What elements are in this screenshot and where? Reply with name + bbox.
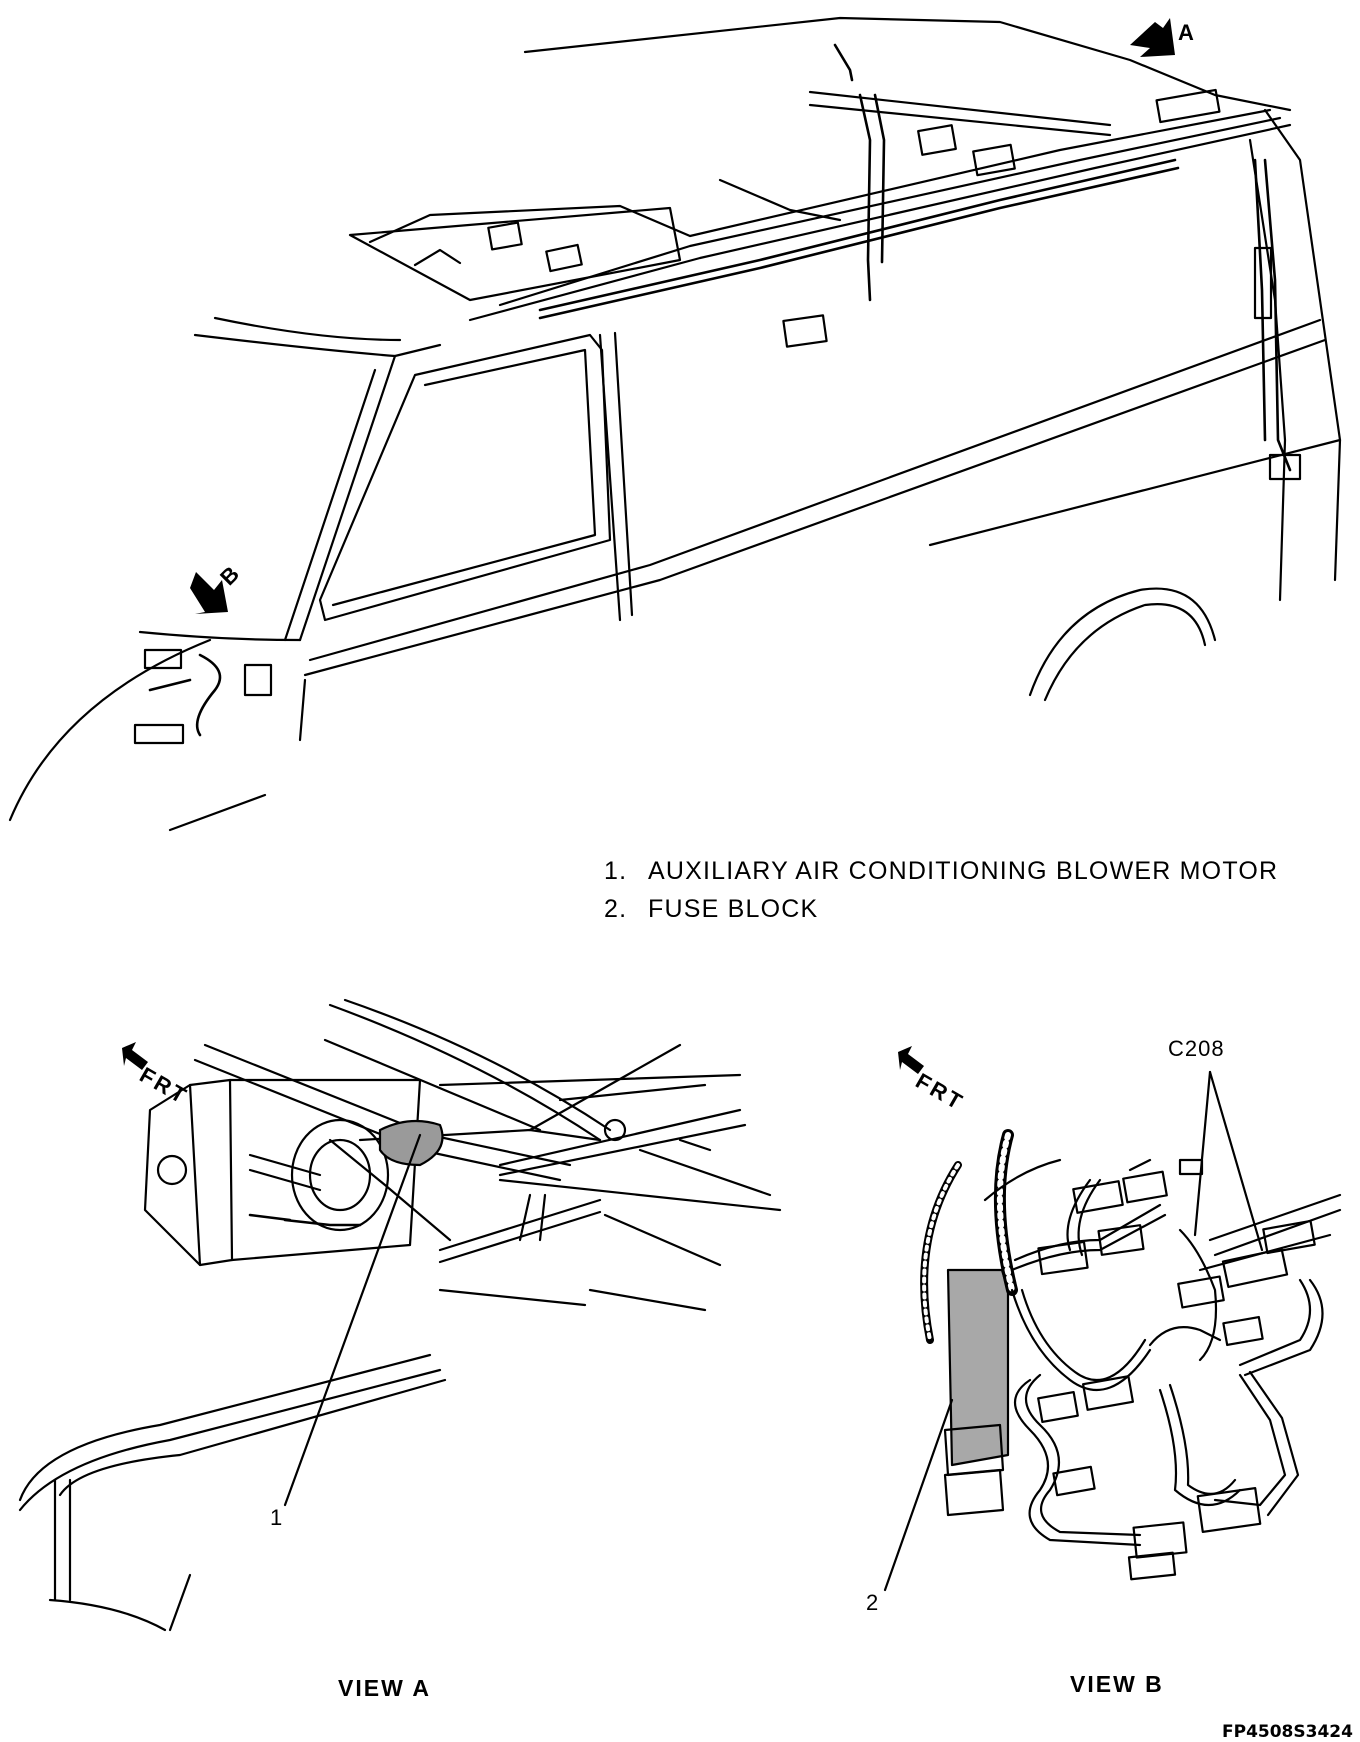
arrow-b-icon bbox=[190, 572, 228, 614]
legend-item-text: AUXILIARY AIR CONDITIONING BLOWER MOTOR bbox=[648, 857, 1279, 885]
overview-view-arrows bbox=[190, 18, 1175, 614]
arrow-a-icon bbox=[1130, 18, 1175, 57]
arrow-a-label: A bbox=[1178, 20, 1194, 45]
c208-leader-right bbox=[1208, 1070, 1264, 1252]
view-a-title: VIEW A bbox=[338, 1675, 431, 1701]
legend-item-number: 2. bbox=[604, 895, 628, 923]
figure-code: FP4508S3424 bbox=[1222, 1722, 1353, 1742]
view-b-front-arrow-icon bbox=[898, 1046, 924, 1074]
legend: 1. AUXILIARY AIR CONDITIONING BLOWER MOT… bbox=[604, 852, 1278, 928]
legend-item-text: FUSE BLOCK bbox=[648, 895, 819, 923]
connector-c208-label: C208 bbox=[1168, 1036, 1225, 1061]
view-a-front-arrow-icon bbox=[122, 1042, 148, 1070]
view-b-illustration bbox=[883, 1046, 1342, 1592]
view-b-title: VIEW B bbox=[1070, 1671, 1164, 1697]
legend-item: 2. FUSE BLOCK bbox=[604, 890, 1278, 928]
view-b-callout-2: 2 bbox=[866, 1590, 879, 1615]
view-a-callout-1: 1 bbox=[270, 1505, 283, 1530]
view-b-callout-leader bbox=[883, 1398, 954, 1592]
overview-connectors bbox=[133, 88, 1302, 745]
overview-wiring-harness bbox=[148, 43, 1292, 737]
legend-item: 1. AUXILIARY AIR CONDITIONING BLOWER MOT… bbox=[604, 852, 1278, 890]
view-a-callout-leader bbox=[283, 1133, 422, 1507]
c208-leader-left bbox=[1193, 1070, 1212, 1237]
view-a-illustration bbox=[18, 998, 782, 1632]
van-body-outline bbox=[8, 16, 1342, 832]
legend-item-number: 1. bbox=[604, 857, 628, 885]
